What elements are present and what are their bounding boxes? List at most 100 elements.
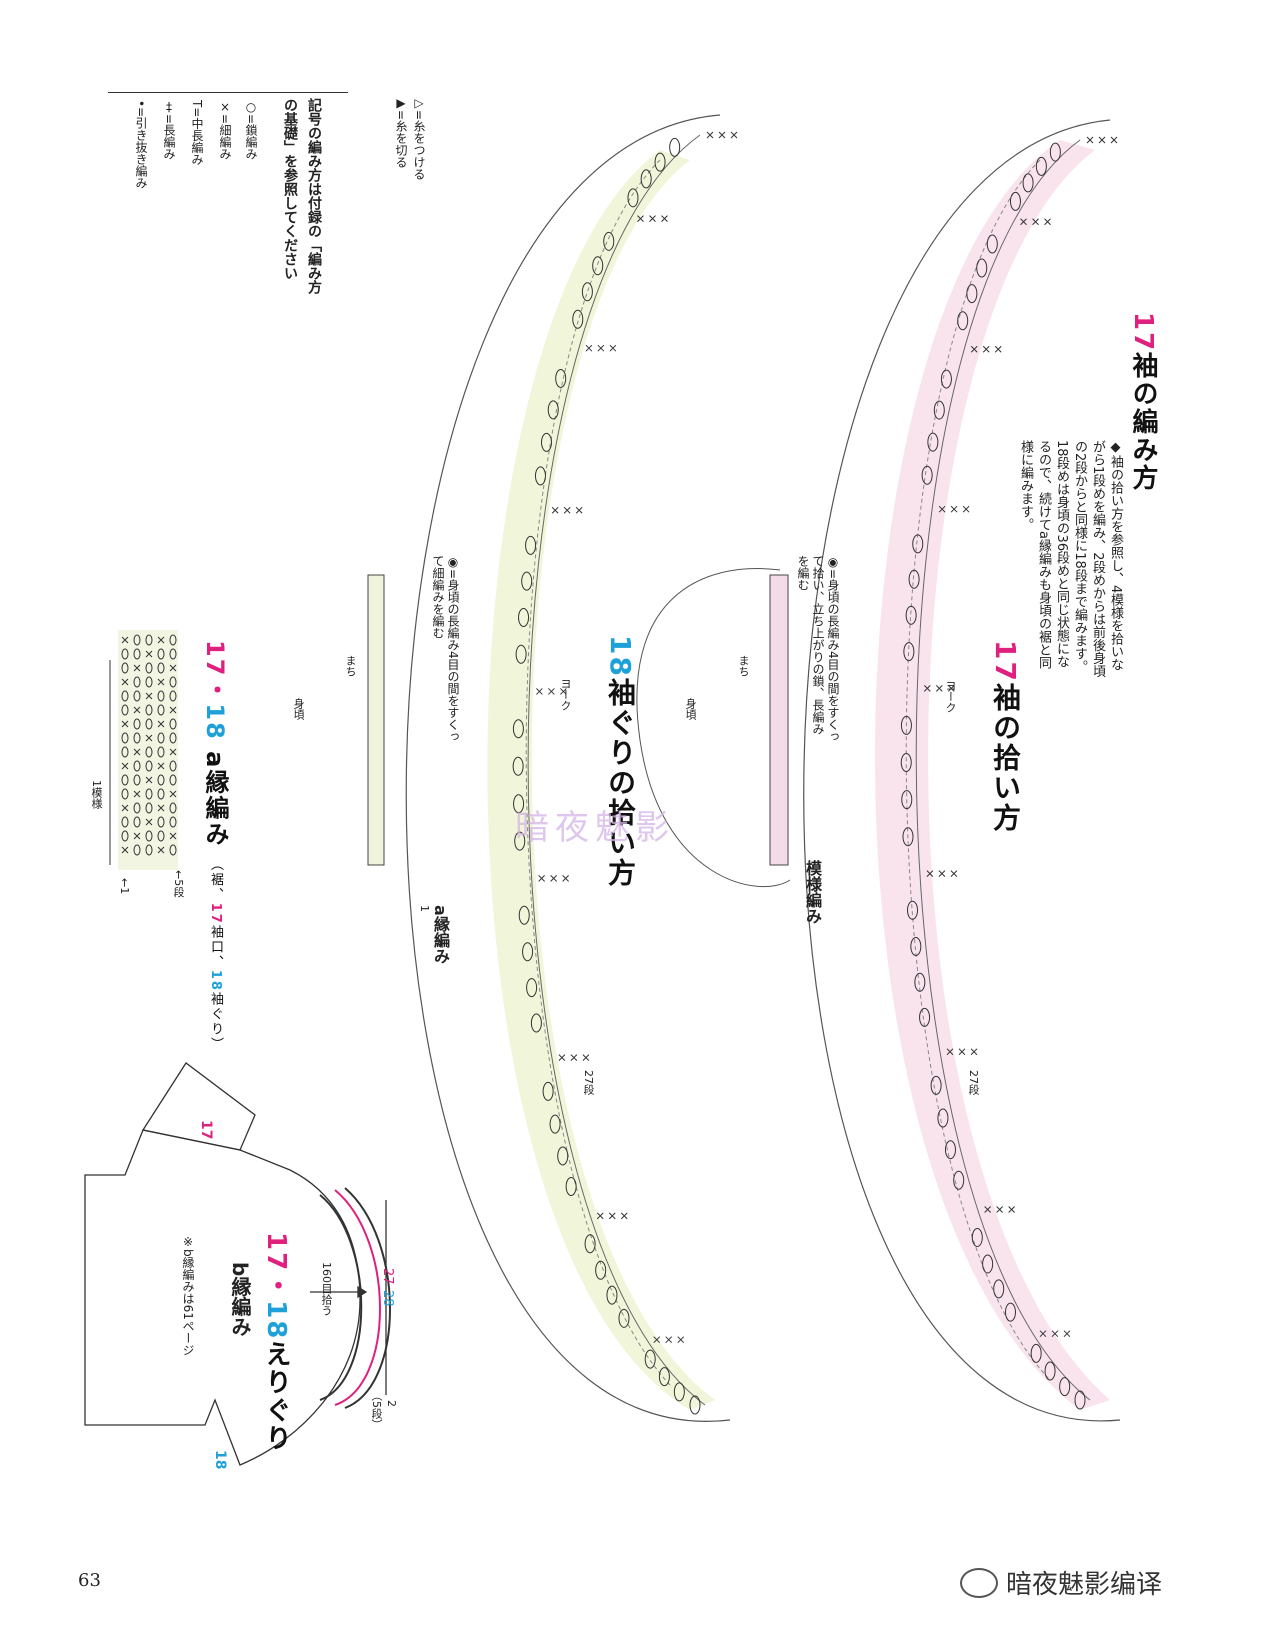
chain-stitch-mark [530, 1013, 542, 1033]
chain-stitch-mark [521, 571, 533, 591]
sc-stitch-mark [926, 870, 934, 877]
chain-stitch-mark [515, 644, 527, 664]
section18-yoke: ヨーク [559, 678, 572, 711]
edging-chain-mark [121, 816, 129, 828]
armhole18-stitches [512, 131, 738, 1415]
edging-chain-mark [157, 774, 165, 786]
edging-chain-mark [145, 802, 153, 814]
edging-b-subtitle: b縁編み [228, 1262, 252, 1337]
edging-sc-mark [121, 636, 129, 644]
legend-divider [108, 92, 348, 93]
edging-sc-mark [133, 664, 141, 672]
edging-chain-mark [157, 816, 165, 828]
section18-machi: まち [344, 655, 357, 677]
edging-b-size28: 28 [380, 1290, 395, 1307]
sc-stitch-mark [935, 685, 943, 692]
legend-symbol-dc: ‡=長編み [162, 100, 176, 161]
chain-stitch-mark [905, 605, 917, 625]
chain-stitch-mark [525, 535, 537, 555]
edging-a-stitches [121, 634, 177, 856]
edging-sc-mark [121, 678, 129, 686]
sc-stitch-mark [637, 215, 644, 223]
edging-a-row1: ←1 [118, 878, 131, 895]
chain-stitch-mark [640, 169, 652, 189]
chain-stitch-mark [572, 309, 584, 329]
edging-chain-mark [157, 648, 165, 660]
edging-chain-mark [169, 760, 177, 772]
edging-sc-mark [121, 762, 129, 770]
neckline-schematic [84, 1062, 391, 1466]
edging-a-repeat: 1模様 [90, 780, 103, 809]
sleeve17-diagram [636, 119, 1121, 1422]
half-double-crochet-icon: T [190, 100, 204, 108]
sc-stitch-mark [661, 215, 668, 223]
sc-stitch-mark [677, 1336, 685, 1344]
edging-chain-mark [121, 830, 129, 842]
schematic-label17: 17 [198, 1120, 214, 1140]
edging-sc-mark [157, 636, 165, 644]
single-crochet-icon: × [218, 100, 232, 114]
chain-stitch-mark [1035, 156, 1047, 176]
edging-chain-mark [169, 648, 177, 660]
edging-sc-mark [145, 776, 153, 784]
sc-stitch-mark [1020, 218, 1027, 226]
chain-stitch-mark [513, 794, 525, 814]
chain-stitch-mark [982, 1254, 994, 1274]
chain-stitch-mark [518, 905, 530, 925]
edging-chain-mark [169, 718, 177, 730]
edging-sc-mark [145, 650, 153, 658]
sc-stitch-mark [596, 1212, 604, 1220]
sleeve17-pink-band [875, 140, 1110, 1410]
chain-stitch-mark [900, 715, 912, 735]
armhole18-dashed-arc [525, 159, 671, 1386]
sc-stitch-mark [950, 870, 958, 877]
chain-stitch-mark [908, 569, 920, 589]
sc-stitch-mark [1110, 136, 1118, 144]
sc-stitch-mark [550, 874, 557, 882]
chain-stitch-mark [512, 719, 524, 739]
sc-stitch-mark [950, 505, 958, 513]
edging-chain-mark [145, 746, 153, 758]
edging-chain-mark [133, 760, 141, 772]
sc-stitch-mark [1039, 1330, 1047, 1338]
chain-stitch-mark [976, 258, 988, 278]
chain-stitch-mark [689, 1395, 701, 1415]
section18-stitch-note: ◉=身頃の長編み4目の間をすくって細編みを編む [431, 555, 460, 743]
edging-chain-mark [133, 718, 141, 730]
sc-stitch-mark [938, 870, 946, 877]
sc-stitch-mark [609, 344, 617, 352]
chain-stitch-mark [584, 1234, 596, 1254]
edging-sc-mark [133, 832, 141, 840]
section17-machi: まち [737, 655, 750, 677]
chain-stitch-mark [933, 400, 945, 420]
chain-stitch-mark [902, 827, 914, 847]
slip-stitch-icon: • [134, 100, 148, 108]
section17-body: 身頃 [684, 698, 697, 720]
schematic-collar-inner [334, 1189, 381, 1406]
sc-stitch-mark [558, 1054, 566, 1061]
edging-sc-mark [133, 706, 141, 714]
edging-chain-mark [133, 676, 141, 688]
section17-header: 17袖の編み方 [1128, 312, 1158, 493]
chain-stitch-mark [627, 188, 639, 208]
chain-stitch-mark [1004, 1302, 1016, 1322]
sc-stitch-mark [551, 506, 559, 514]
edging-chain-mark [145, 788, 153, 800]
edging-chain-mark [121, 690, 129, 702]
armhole18-diagram [367, 114, 738, 1422]
edging-chain-mark [169, 690, 177, 702]
chain-stitch-mark [930, 1075, 942, 1095]
edging-chain-mark [133, 690, 141, 702]
edging-sc-mark [169, 706, 177, 714]
edging-sc-mark [169, 748, 177, 756]
sc-stitch-mark [730, 131, 738, 139]
edging-chain-mark [169, 676, 177, 688]
cut-thread-icon: ▶ [394, 96, 408, 110]
sc-stitch-mark [560, 688, 567, 695]
edging-chain-mark [145, 704, 153, 716]
sc-stitch-mark [582, 1054, 590, 1061]
chain-stitch-mark [522, 942, 534, 962]
edging-chain-mark [133, 816, 141, 828]
sleeve17-machi [769, 574, 789, 866]
